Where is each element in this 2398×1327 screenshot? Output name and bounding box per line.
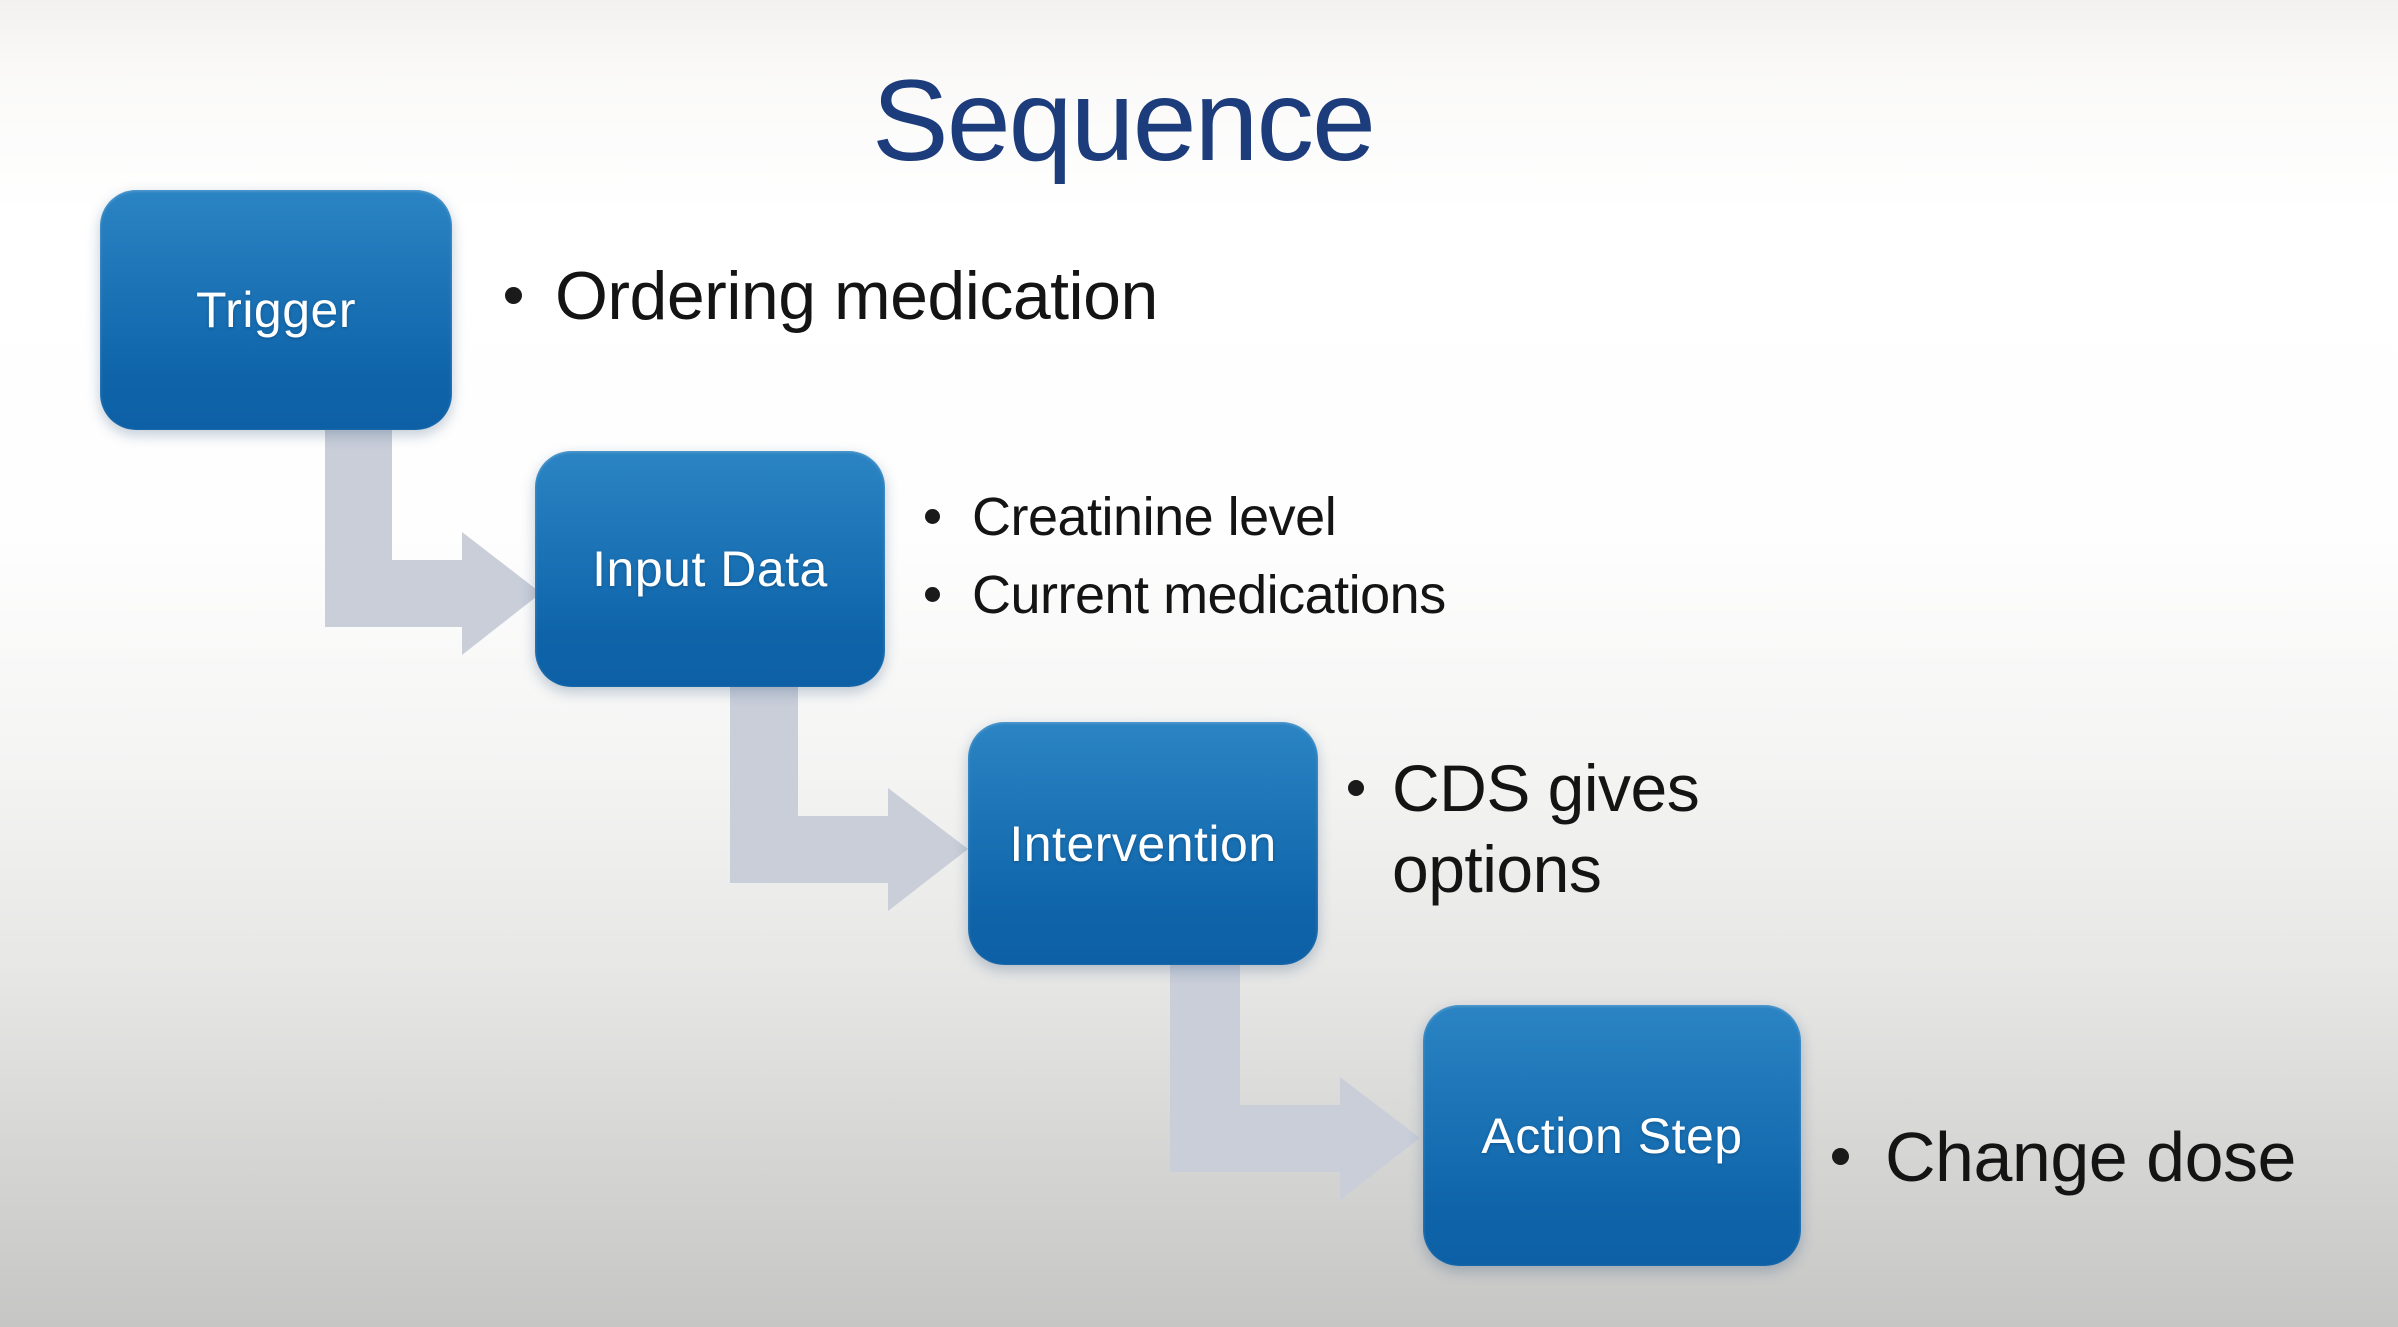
bullet-text: Creatinine level — [972, 487, 1337, 547]
flow-box-intervention-label: Intervention — [1009, 815, 1277, 872]
bullet-text: CDS gives options — [1392, 751, 1700, 906]
bullet-icon — [925, 587, 940, 602]
bullet-list-trigger: Ordering medication — [505, 256, 1158, 336]
bullet-list-input-data: Creatinine level Current medications — [925, 484, 1446, 640]
flow-box-trigger: Trigger — [100, 190, 452, 430]
bullet-list-action-step: Change dose — [1832, 1116, 2296, 1198]
bullet-list-intervention: CDS gives options — [1348, 748, 1778, 910]
elbow-arrow-trigger-to-input-icon — [325, 418, 541, 655]
bullet-item: Creatinine level — [925, 484, 1446, 550]
flow-box-input-data-label: Input Data — [592, 541, 828, 597]
bullet-icon — [1832, 1148, 1849, 1165]
bullet-icon — [1348, 780, 1364, 796]
bullet-text: Change dose — [1885, 1118, 2296, 1196]
bullet-item: CDS gives options — [1348, 748, 1778, 910]
bullet-item: Change dose — [1832, 1116, 2296, 1198]
flow-box-action-step-label: Action Step — [1481, 1107, 1743, 1164]
bullet-icon — [925, 509, 940, 524]
bullet-text: Current medications — [972, 565, 1446, 625]
elbow-arrow-intervention-to-action-icon — [1170, 958, 1420, 1200]
slide-title: Sequence — [872, 57, 1376, 185]
bullet-text: Ordering medication — [555, 258, 1158, 334]
flow-box-action-step: Action Step — [1423, 1005, 1801, 1266]
bullet-icon — [505, 287, 522, 304]
bullet-item: Current medications — [925, 562, 1446, 628]
flow-box-input-data: Input Data — [535, 451, 885, 687]
flow-box-trigger-label: Trigger — [195, 282, 357, 338]
bullet-item: Ordering medication — [505, 256, 1158, 336]
flow-box-intervention: Intervention — [968, 722, 1318, 965]
elbow-arrow-input-to-intervention-icon — [730, 678, 968, 911]
